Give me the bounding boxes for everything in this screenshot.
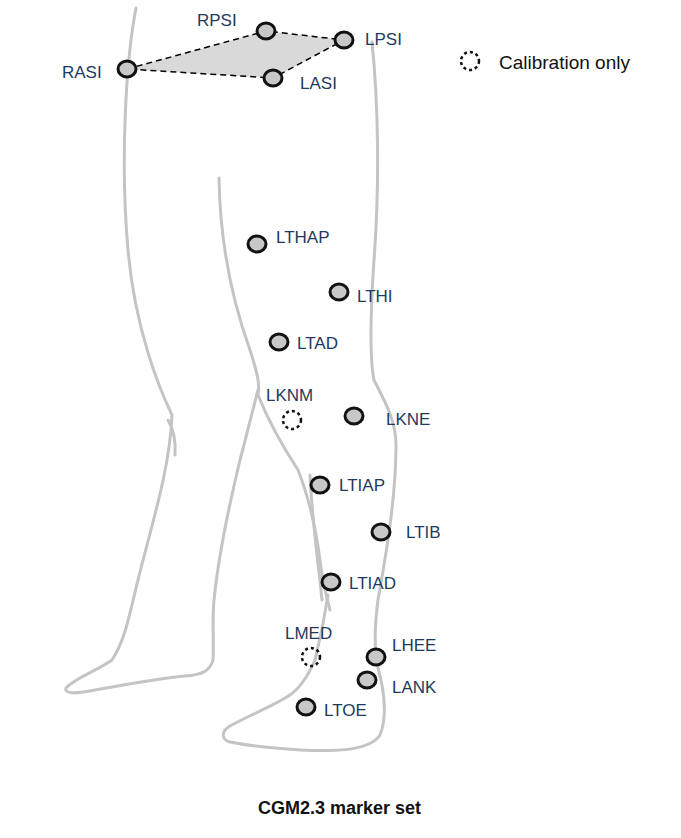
marker [257,23,275,39]
marker-label: LHEE [392,637,436,654]
calibration-marker [283,411,301,429]
leg-outline [66,8,396,751]
calibration-marker [302,648,320,666]
marker-label: LTIAP [339,477,385,494]
marker [367,649,385,665]
marker-label: LASI [300,75,337,92]
marker [118,61,136,77]
marker [322,574,340,590]
marker [345,408,363,424]
marker-label: LTIB [406,524,441,541]
marker-label: LTHI [357,288,393,305]
marker-label: LTOE [324,702,367,719]
marker-label: LKNE [386,411,430,428]
marker [335,32,353,48]
marker-label: LMED [285,625,332,642]
calibration-marker-group [283,52,479,666]
marker-label: LKNM [266,387,313,404]
legend-sample [461,52,479,70]
marker [358,672,376,688]
marker-label: LTHAP [276,229,330,246]
marker-label: LPSI [365,31,402,48]
legend-text: Calibration only [499,53,630,72]
marker-label: RASI [62,64,102,81]
marker [330,284,348,300]
marker [297,699,315,715]
figure-caption: CGM2.3 marker set [258,799,421,817]
marker-label: RPSI [197,12,237,29]
pelvis-plane [127,31,344,78]
marker [248,236,266,252]
marker-label: LANK [392,679,436,696]
marker-group [118,23,390,715]
marker-label: LTIAD [349,575,396,592]
marker [264,70,282,86]
marker [270,334,288,350]
marker [311,477,329,493]
marker [372,524,390,540]
marker-label: LTAD [297,335,338,352]
